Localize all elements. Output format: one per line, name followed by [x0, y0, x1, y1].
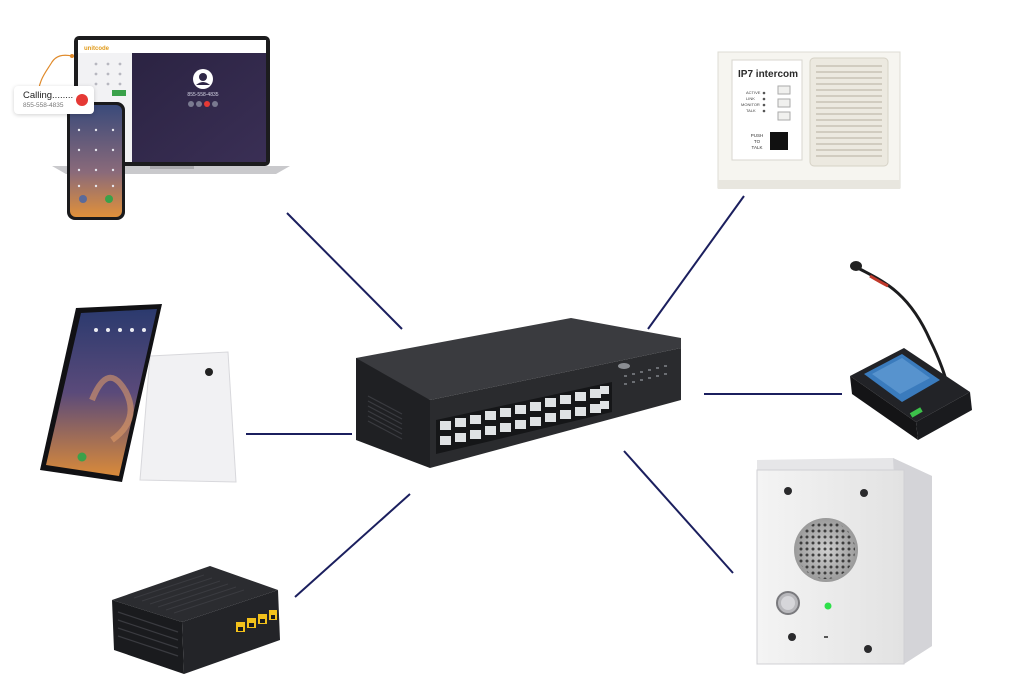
ip-intercom-panel: IP7 intercom ACTIVE LINK MONITOR TALK PU… [717, 51, 901, 189]
phone-call-icon [105, 195, 113, 203]
calling-label: Calling........ [23, 90, 74, 101]
microphone-head-icon [850, 261, 862, 271]
intercom-button-2[interactable] [777, 98, 791, 108]
connection-lines [246, 195, 842, 598]
phone-cable [37, 54, 73, 99]
status-led-icon [824, 602, 832, 610]
push-to-talk-line-1: PUSH [751, 133, 764, 138]
paging-microphone-console [850, 261, 972, 440]
door-intercom-station [756, 458, 932, 665]
tablet [40, 304, 237, 483]
calling-notification: Calling........ 855-558-4835 [14, 86, 94, 114]
link-laptop-phone [286, 212, 403, 330]
tablet-call-icon [77, 452, 87, 462]
push-to-talk-line-2: TO [754, 139, 761, 144]
end-call-icon[interactable] [76, 94, 88, 106]
push-to-talk-line-3: TALK [752, 145, 763, 150]
intercom-title: IP7 intercom [738, 69, 798, 80]
intercom-button-1[interactable] [777, 85, 791, 95]
push-to-talk-button[interactable] [770, 132, 788, 150]
smartphone [67, 102, 125, 220]
intercom-status-talk: TALK [746, 108, 756, 113]
router [112, 566, 280, 674]
laptop-call-number: 855-558-4835 [187, 92, 218, 98]
intercom-button-3[interactable] [777, 111, 791, 121]
network-switch [356, 318, 681, 468]
speaker-grille-icon [797, 521, 855, 579]
laptop-brand: unitcode [84, 46, 110, 52]
intercom-status-active: ACTIVE [746, 90, 761, 95]
intercom-status-link: LINK [746, 96, 755, 101]
link-ip-intercom [647, 195, 745, 330]
calling-number: 855-558-4835 [23, 102, 64, 109]
laptop: unitcode 855-558-4835 [52, 36, 290, 174]
switch-ports [440, 386, 609, 445]
intercom-status-monitor: MONITOR [741, 102, 760, 107]
link-door-station [623, 450, 734, 574]
link-router [294, 493, 411, 598]
